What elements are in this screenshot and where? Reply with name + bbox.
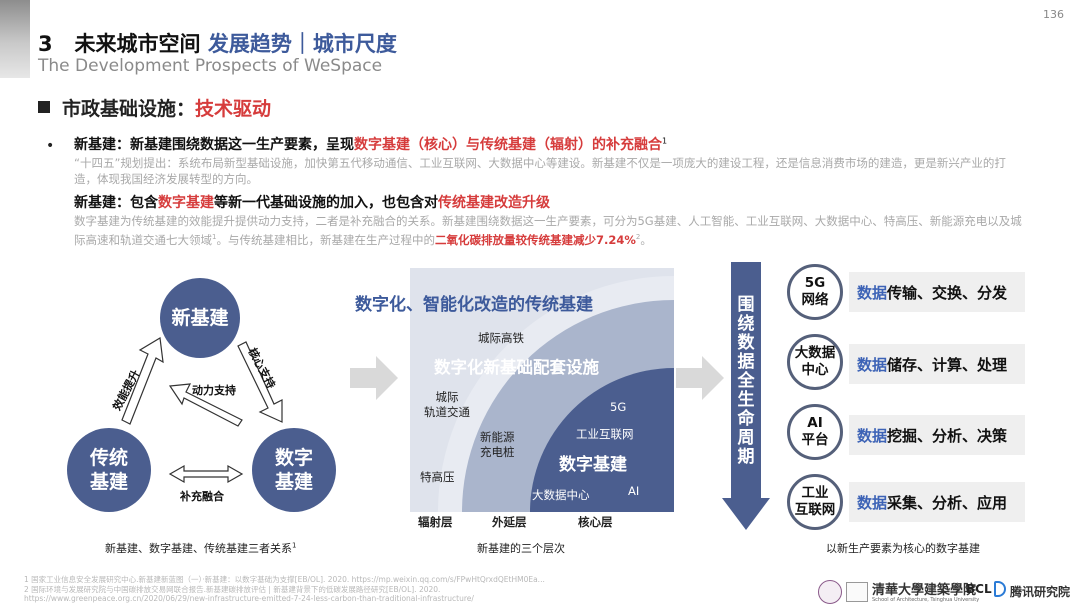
page-title: 3 未来城市空间 发展趋势｜城市尺度 bbox=[38, 28, 397, 58]
point2-detail: 数字基建为传统基建的效能提升提供动力支持，二者是补充融合的关系。新基建围绕数据这… bbox=[74, 213, 1024, 248]
complement-arrow bbox=[168, 464, 244, 484]
down-arrow-icon bbox=[722, 262, 770, 530]
diagram2-inner-title: 数字基建 bbox=[559, 455, 627, 475]
layer-label-core: 核心层 bbox=[578, 515, 613, 529]
data-box-storage: 数据储存、计算、处理 bbox=[849, 344, 1025, 384]
label-power-support: 动力支持 bbox=[192, 384, 236, 397]
diagram1-caption-text: 新基建、数字基建、传统基建三者关系 bbox=[105, 542, 292, 555]
tencent-logo-icon bbox=[994, 581, 1006, 597]
point2-detail-end: 。 bbox=[640, 232, 652, 247]
label-bigdata: 大数据中心 bbox=[532, 488, 590, 502]
core-support-arrow bbox=[237, 341, 283, 423]
data-text: 挖掘、分析、决策 bbox=[887, 426, 1008, 445]
circle-traditional-infrastructure: 传统 基建 bbox=[67, 428, 151, 512]
label-iiot: 工业互联网 bbox=[576, 427, 634, 441]
point2-detail-sup2: 2 bbox=[635, 233, 641, 241]
corner-photo bbox=[0, 0, 30, 78]
circle-ai-platform: AI 平台 bbox=[787, 404, 843, 460]
data-box-mining: 数据挖掘、分析、决策 bbox=[849, 415, 1025, 455]
point2-lead1: 新基建：包含 bbox=[74, 195, 158, 211]
data-text: 采集、分析、应用 bbox=[887, 493, 1008, 512]
footnote-3: https://www.greenpeace.org.cn/2020/06/29… bbox=[24, 594, 474, 603]
lifecycle-arrow-text: 围绕数据全生命周期 bbox=[737, 295, 755, 467]
circle-industrial-internet: 工业 互联网 bbox=[787, 474, 843, 530]
title-prefix: 3 未来城市空间 bbox=[38, 32, 208, 56]
data-prefix: 数据 bbox=[857, 283, 888, 302]
point2-lead2: 等新一代基础设施的加入，也包含对 bbox=[214, 195, 438, 211]
diagram1-caption: 新基建、数字基建、传统基建三者关系1 bbox=[105, 540, 296, 556]
tsinghua-logo-text: 清華大學建築學院 bbox=[872, 583, 977, 598]
circle-5g-network: 5G 网络 bbox=[787, 264, 843, 320]
right-arrow-icon bbox=[350, 356, 398, 400]
right-arrow-icon bbox=[676, 356, 724, 400]
point1-detail: “十四五”规划提出：系统布局新型基础设施，加快第五代移动通信、工业互联网、大数据… bbox=[74, 156, 1006, 186]
data-prefix: 数据 bbox=[857, 493, 888, 512]
footnote-2: 2 国际环境与发展研究院与中国碳排放交易网联合报告.新基建碳排放评估 | 新基建… bbox=[24, 585, 441, 594]
point2-accent2: 传统基建改造升级 bbox=[438, 195, 550, 211]
section-label: 市政基础设施： bbox=[62, 98, 196, 120]
diagram2-layers bbox=[410, 268, 674, 512]
page-number: 136 bbox=[1043, 8, 1064, 21]
tsinghua-logo-sub: School of Architecture, Tsinghua Univers… bbox=[872, 597, 980, 603]
tencent-logo-text: 腾讯研究院 bbox=[1010, 585, 1071, 599]
footnote-1: 1 国家工业信息安全发展研究中心.新基建新蓝图（一）·新基建：以数字基础为支撑[… bbox=[24, 575, 545, 584]
point2-detail-a: 数字基建为传统基建的效能提升提供动力支持，二者是补充融合的关系。新基建围绕数据这… bbox=[74, 214, 1022, 247]
layer-label-extension: 外延层 bbox=[492, 515, 527, 529]
section-label-accent: 技术驱动 bbox=[195, 98, 272, 120]
power-support-arrow bbox=[168, 383, 243, 427]
circle-bigdata-center: 大数据 中心 bbox=[787, 334, 843, 390]
point1-accent: 数字基建（核心）与传统基建（辐射）的补充融合 bbox=[354, 137, 662, 153]
layer-label-radiation: 辐射层 bbox=[418, 515, 453, 529]
point2-detail-sup1: 1 bbox=[212, 233, 217, 241]
tsinghua-seal-logo bbox=[818, 580, 842, 604]
diagram1-caption-sup: 1 bbox=[292, 541, 297, 550]
layer-core-shape bbox=[530, 368, 674, 512]
point1-sup: 1 bbox=[662, 136, 668, 146]
page-subtitle: The Development Prospects of WeSpace bbox=[38, 56, 383, 76]
point2-heading: 新基建：包含数字基建等新一代基础设施的加入，也包含对传统基建改造升级 bbox=[74, 192, 550, 212]
bcl-logo: BCL bbox=[966, 582, 992, 596]
data-text: 储存、计算、处理 bbox=[887, 355, 1008, 374]
point2-detail-b: 。与传统基建相比，新基建在生产过程中的 bbox=[216, 232, 435, 247]
bullet-icon: • bbox=[46, 138, 55, 154]
circle-digital-infrastructure: 数字 基建 bbox=[252, 428, 336, 512]
diagram2-middle-title: 数字化新基础配套设施 bbox=[434, 358, 599, 377]
label-complement: 补充融合 bbox=[180, 490, 224, 503]
point2-detail-accent: 二氧化碳排放量较传统基建减少7.24% bbox=[434, 232, 636, 247]
point2-accent1: 数字基建 bbox=[158, 195, 214, 211]
data-prefix: 数据 bbox=[857, 355, 888, 374]
section-heading: 市政基础设施：技术驱动 bbox=[38, 94, 271, 121]
efficiency-arrow bbox=[121, 337, 164, 425]
diagram3-caption: 以新生产要素为核心的数字基建 bbox=[826, 542, 980, 555]
diagram1-arrows bbox=[121, 337, 283, 484]
title-accent: 发展趋势｜城市尺度 bbox=[207, 32, 397, 56]
diagram2-outer-title: 数字化、智能化改造的传统基建 bbox=[355, 295, 593, 315]
building-logo bbox=[846, 582, 868, 602]
data-prefix: 数据 bbox=[857, 426, 888, 445]
square-bullet-icon bbox=[38, 101, 50, 113]
label-uhv: 特高压 bbox=[420, 470, 455, 484]
label-ai: AI bbox=[628, 484, 640, 498]
label-ev-charging: 新能源 充电桩 bbox=[480, 430, 515, 459]
label-5g: 5G bbox=[610, 400, 627, 414]
point1-lead: 新基建：新基建围绕数据这一生产要素，呈现 bbox=[74, 137, 354, 153]
label-rail-transit: 城际 轨道交通 bbox=[424, 390, 470, 419]
label-intercity-rail: 城际高铁 bbox=[478, 331, 524, 345]
circle-new-infrastructure: 新基建 bbox=[160, 278, 240, 358]
point1-heading: 新基建：新基建围绕数据这一生产要素，呈现数字基建（核心）与传统基建（辐射）的补充… bbox=[74, 134, 667, 154]
data-box-collection: 数据采集、分析、应用 bbox=[849, 482, 1025, 522]
data-text: 传输、交换、分发 bbox=[887, 283, 1008, 302]
diagram2-caption: 新基建的三个层次 bbox=[477, 542, 565, 555]
data-box-transmission: 数据传输、交换、分发 bbox=[849, 272, 1025, 312]
